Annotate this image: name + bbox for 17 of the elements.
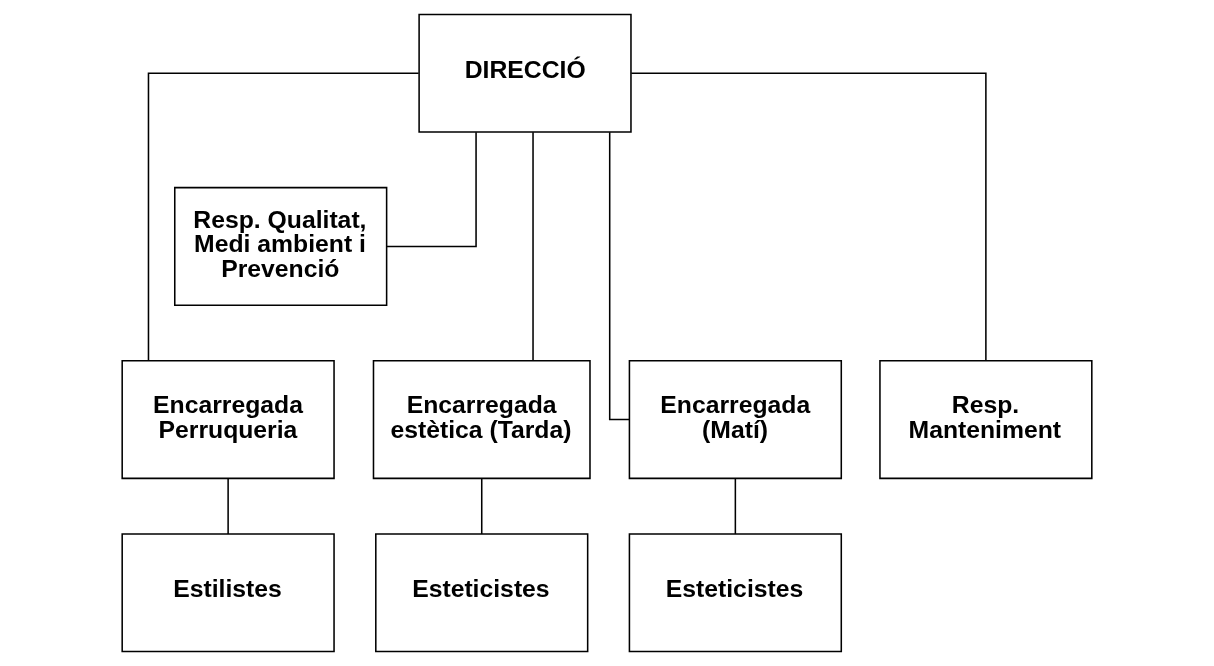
connector [532,131,534,362]
connector [608,131,631,421]
node-box: Encarregada Perruqueria [121,360,335,480]
connector [480,477,483,535]
node-box: Encarregada estètica (Tarda) [372,360,591,480]
node-box: Esteticistes [375,533,589,653]
node-box: Esteticistes [628,533,843,653]
node-box: Resp. Qualitat, Medi ambient i Prevenció [174,186,388,306]
node-box: Encarregada (Matí) [628,360,843,480]
node-box: Estilistes [121,533,335,653]
connector [630,72,987,362]
connector [386,131,477,248]
node-box: DIRECCIÓ [418,13,632,133]
connector [227,477,229,535]
connector [147,72,420,362]
node-box: Resp. Manteniment [879,360,1093,480]
connector [734,477,737,535]
